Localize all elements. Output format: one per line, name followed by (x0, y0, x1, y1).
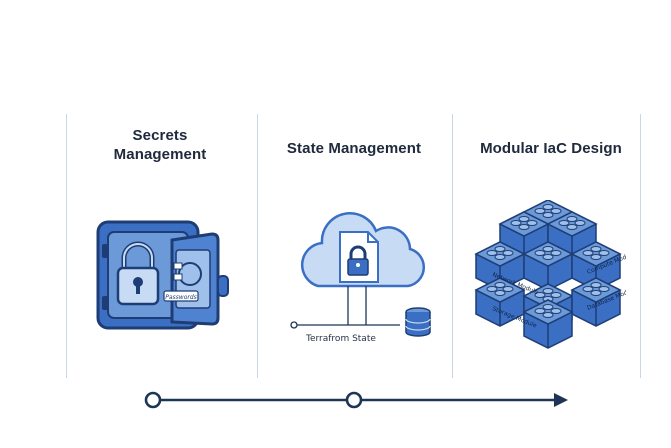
vault-tag-passwords: Passwords (165, 294, 197, 301)
title-state-management: State Management (286, 140, 422, 157)
module-blocks-icon: Network Module Compute Module Storage Mo… (475, 200, 626, 349)
divider-mid-2 (452, 114, 453, 378)
timeline-node-1 (144, 391, 162, 409)
divider-right (640, 114, 641, 378)
cloud-state-icon (290, 212, 431, 337)
database-icon (405, 307, 431, 337)
title-line-2: Management (113, 146, 207, 163)
divider-mid-1 (257, 114, 258, 378)
title-secrets-management: Secrets Management (96, 126, 224, 164)
divider-left (66, 114, 67, 378)
title-line-1: Secrets (132, 127, 188, 144)
timeline-node-2 (345, 391, 363, 409)
terraform-state-label: Terrafrom State (306, 334, 376, 344)
timeline-arrow (144, 391, 568, 409)
title-modular-iac-design: Modular IaC Design (480, 140, 622, 157)
vault-icon: Passwords (96, 220, 229, 330)
